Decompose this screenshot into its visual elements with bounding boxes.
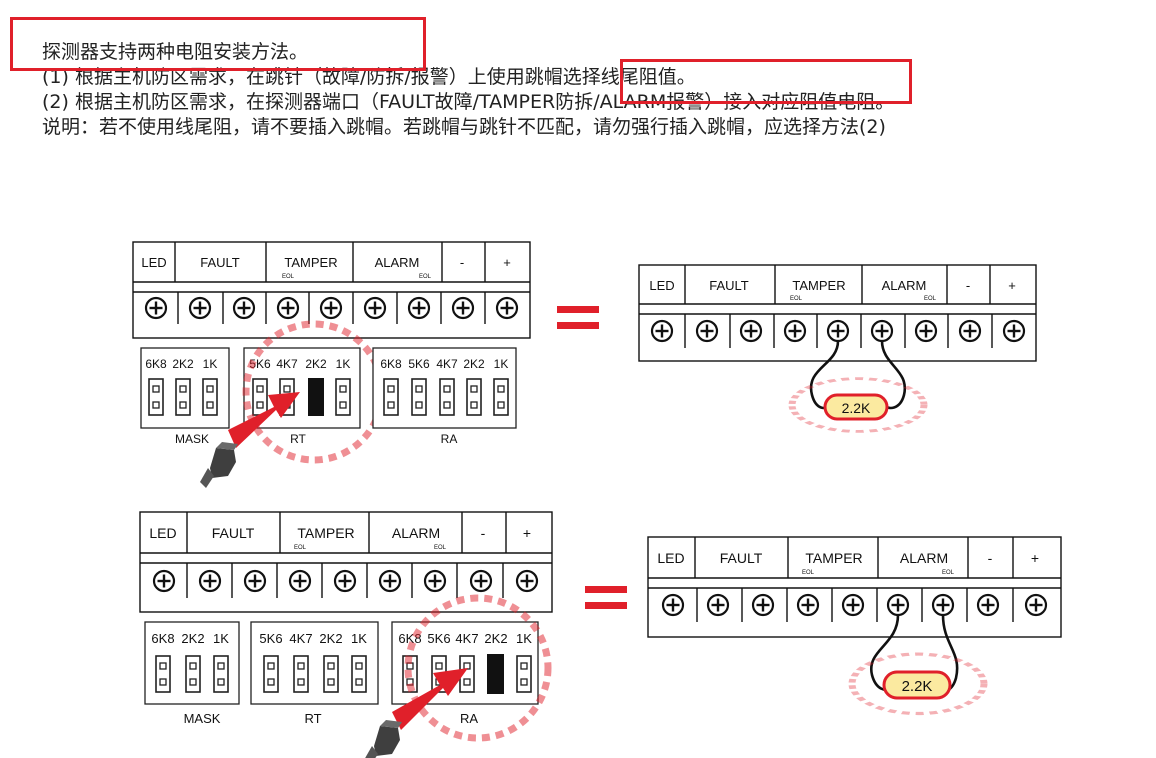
- top-right-alarm-label: ALARM: [882, 278, 927, 293]
- jumper-value-label: 1K: [494, 357, 509, 371]
- jumper-value-label: 1K: [351, 631, 367, 646]
- highlight-box-jumper-cap: [620, 59, 912, 104]
- jumper-value-label: 4K7: [289, 631, 312, 646]
- top-left-tamper-label: TAMPER: [284, 255, 337, 270]
- top-left-plus-label: +: [503, 255, 511, 270]
- top-right-tamper-label: TAMPER: [792, 278, 845, 293]
- bottom-left-alarm-label: ALARM: [392, 525, 440, 541]
- intro-text: 探测器支持两种电阻安装方法。 (1) 根据主机防区需求，在跳针（故障/防拆/报警…: [42, 40, 894, 140]
- bottom-highlight-ring: [404, 594, 552, 742]
- top-left-eol-tag: EOL: [419, 274, 432, 280]
- intro-line-1: 探测器支持两种电阻安装方法。: [42, 41, 309, 63]
- jumper-value-label: 4K7: [436, 357, 458, 371]
- top-mask-name: MASK: [175, 432, 209, 446]
- jumper-value-label: 2K2: [319, 631, 342, 646]
- top-right-plus-label: +: [1008, 278, 1016, 293]
- jumper-value-label: 1K: [516, 631, 532, 646]
- top-resistor-label: 2.2K: [842, 400, 871, 416]
- bottom-right-plus-label: +: [1031, 550, 1039, 566]
- jumper-value-label: 2K2: [181, 631, 204, 646]
- bottom-right-screws: [661, 593, 1048, 617]
- top-right-fault-label: FAULT: [709, 278, 749, 293]
- intro-line-3: (2) 根据主机防区需求，在探测器端口（FAULT故障/TAMPER防拆/ALA…: [42, 91, 895, 113]
- bottom-left-screws: [152, 569, 539, 593]
- top-left-panel: [132, 241, 531, 339]
- bottom-right-panel: [647, 536, 1062, 638]
- top-jumper-cap-icon: [200, 442, 238, 488]
- bottom-resistor: [882, 670, 952, 700]
- bottom-left-tamper-label: TAMPER: [297, 525, 354, 541]
- jumper-value-label: 5K6: [408, 357, 430, 371]
- jumper-value-label: 1K: [336, 357, 351, 371]
- top-right-minus-label: -: [966, 278, 970, 293]
- bottom-insert-arrow-icon: [392, 668, 468, 730]
- jumper-value-label: 2K2: [172, 357, 194, 371]
- bottom-jumper-cap-icon: [364, 720, 402, 758]
- top-insert-arrow-icon: [228, 392, 300, 448]
- jumper-value-label: 2K2: [463, 357, 485, 371]
- top-resistor: [823, 393, 889, 421]
- jumper-value-label: 6K8: [380, 357, 402, 371]
- bottom-right-eol-tag: EOL: [802, 570, 815, 576]
- top-left-fault-label: FAULT: [200, 255, 240, 270]
- top-resistor-glow: [788, 377, 928, 433]
- top-jumper-cap-inserted: [308, 378, 324, 416]
- bottom-right-fault-label: FAULT: [720, 550, 763, 566]
- jumper-value-label: 5K6: [259, 631, 282, 646]
- bottom-right-alarm-label: ALARM: [900, 550, 948, 566]
- bottom-right-eol-tag: EOL: [942, 570, 955, 576]
- bottom-left-eol-tag: EOL: [294, 545, 307, 551]
- jumper-value-label: 6K8: [145, 357, 167, 371]
- intro-line-2: (1) 根据主机防区需求，在跳针（故障/防拆/报警）上使用跳帽选择线尾阻值。: [42, 66, 696, 88]
- top-right-eol-tag: EOL: [790, 296, 803, 302]
- bottom-left-fault-label: FAULT: [212, 525, 255, 541]
- top-left-alarm-label: ALARM: [375, 255, 420, 270]
- bottom-left-led-label: LED: [149, 525, 176, 541]
- jumper-value-label: 4K7: [455, 631, 478, 646]
- jumper-value-label: 5K6: [249, 357, 271, 371]
- bottom-left-minus-label: -: [481, 525, 486, 541]
- highlight-box-methods: [10, 17, 426, 71]
- jumper-value-label: 2K2: [305, 357, 327, 371]
- bottom-right-minus-label: -: [988, 550, 993, 566]
- top-left-minus-label: -: [460, 255, 464, 270]
- bottom-jumper-cap-inserted: [487, 654, 504, 694]
- top-left-eol-tag: EOL: [282, 274, 295, 280]
- bottom-ra-name: RA: [460, 711, 478, 726]
- top-rt-name: RT: [290, 432, 306, 446]
- bottom-mask-name: MASK: [184, 711, 221, 726]
- bottom-right-tamper-label: TAMPER: [805, 550, 862, 566]
- bottom-left-plus-label: +: [523, 525, 531, 541]
- top-left-led-label: LED: [141, 255, 166, 270]
- bottom-left-eol-tag: EOL: [434, 545, 447, 551]
- top-right-screws: [650, 319, 1026, 343]
- jumper-value-label: 1K: [203, 357, 218, 371]
- jumper-value-label: 6K8: [151, 631, 174, 646]
- top-right-led-label: LED: [649, 278, 674, 293]
- jumper-value-label: 2K2: [484, 631, 507, 646]
- top-left-screws: [144, 296, 519, 320]
- jumper-value-label: 1K: [213, 631, 229, 646]
- bottom-left-panel: [139, 511, 553, 613]
- bottom-equals-icon: [585, 586, 627, 609]
- bottom-resistor-label: 2.2K: [902, 678, 933, 695]
- jumper-value-label: 5K6: [427, 631, 450, 646]
- top-equals-icon: [557, 306, 599, 329]
- intro-line-4: 说明：若不使用线尾阻，请不要插入跳帽。若跳帽与跳针不匹配，请勿强行插入跳帽，应选…: [42, 116, 886, 138]
- bottom-rt-name: RT: [304, 711, 321, 726]
- top-ra-name: RA: [441, 432, 458, 446]
- top-right-eol-tag: EOL: [924, 296, 937, 302]
- jumper-value-label: 4K7: [276, 357, 298, 371]
- bottom-right-led-label: LED: [657, 550, 684, 566]
